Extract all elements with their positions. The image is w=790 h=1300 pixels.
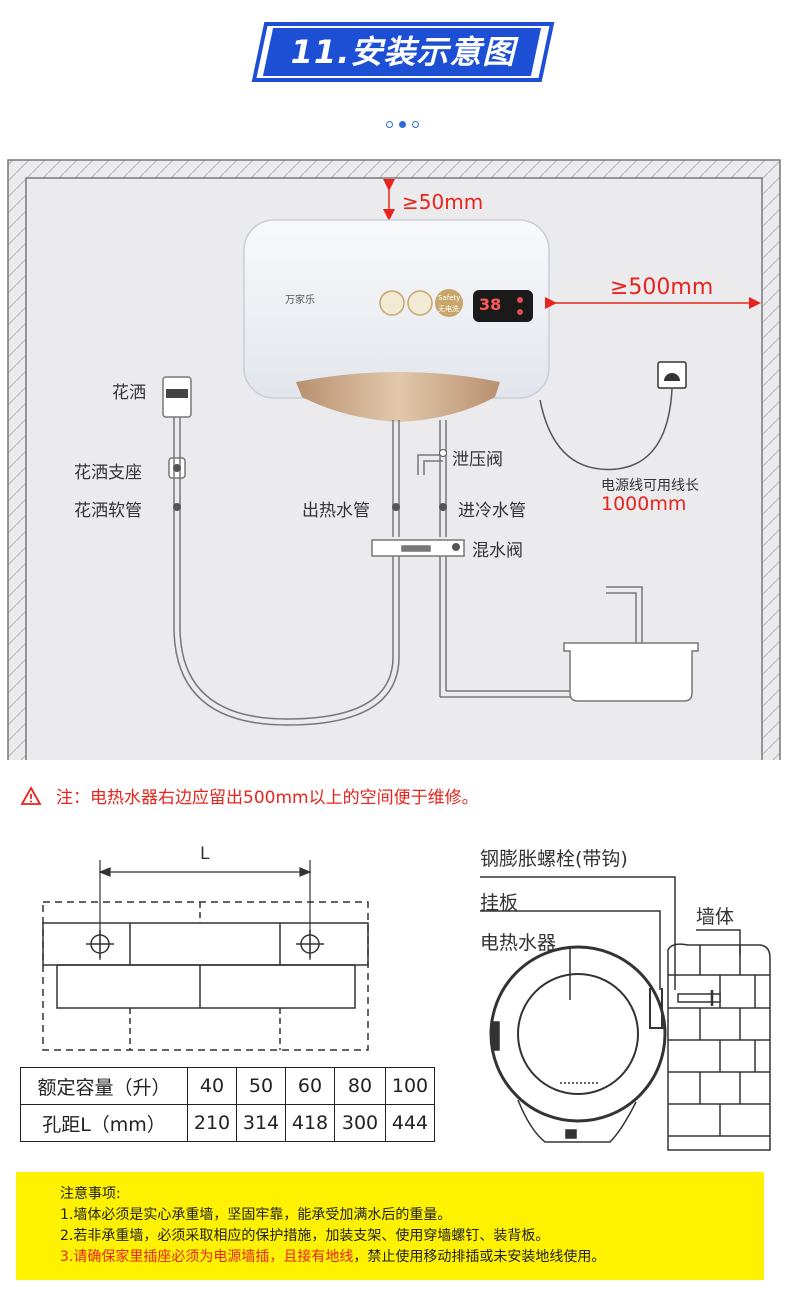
page-title: 11.安装示意图 — [290, 33, 516, 71]
heater-badge-icon — [379, 290, 405, 316]
power-cord-length: 1000mm — [601, 493, 687, 515]
mixing-valve-label: 混水阀 — [472, 541, 523, 561]
capacity-hole-distance-table: 额定容量（升） 40 50 60 80 100 孔距L（mm） 210 314 … — [20, 1067, 435, 1142]
heater-display-digits: 38 — [479, 295, 502, 314]
heater-badge-icon — [407, 290, 433, 316]
label-markers — [173, 449, 460, 551]
notes-box: 注意事项: 1.墙体必须是实心承重墙，坚固牢靠，能承受加满水后的重量。 2.若非… — [16, 1172, 764, 1280]
wall-right-hatch — [762, 160, 780, 760]
cold-water-pipe-label: 进冷水管 — [458, 501, 526, 521]
water-pipes — [162, 376, 699, 726]
table-header-cell: 孔距L（mm） — [20, 1104, 188, 1142]
table-cell: 314 — [236, 1104, 286, 1142]
plate-label: 挂板 — [480, 892, 519, 914]
clearance-right-label: ≥500mm — [610, 275, 714, 300]
notes-item-3-highlight: 3.请确保家里插座必须为电源墙插，且接有地线 — [60, 1249, 354, 1265]
clearance-top-label: ≥50mm — [402, 190, 484, 214]
wall-top-hatch — [8, 160, 780, 178]
wall-label: 墙体 — [696, 906, 735, 928]
table-row: 额定容量（升） 40 50 60 80 100 — [20, 1067, 435, 1105]
table-header-cell: 额定容量（升） — [20, 1067, 188, 1105]
install-diagram-svg — [7, 159, 781, 760]
notes-item: 1.墙体必须是实心承重墙，坚固牢靠，能承受加满水后的重量。 — [60, 1207, 452, 1223]
carousel-dot[interactable] — [386, 121, 393, 128]
page-header: 11.安装示意图 — [0, 0, 790, 140]
shower-holder-label: 花洒支座 — [74, 463, 142, 483]
heater-gold-trim — [296, 372, 500, 422]
warning-note: 注：电热水器右边应留出500mm以上的空间便于维修。 — [20, 783, 479, 808]
pressure-valve-label: 泄压阀 — [452, 450, 503, 470]
heater-brand: 万家乐 — [285, 295, 315, 306]
table-row: 孔距L（mm） 210 314 418 300 444 — [20, 1104, 435, 1142]
safety-badge-text: Safety — [438, 294, 461, 302]
shower-hose-label: 花洒软管 — [74, 501, 142, 521]
power-cord-label: 电源线可用线长 — [601, 478, 699, 494]
mounting-drawings: L 钢膨胀螺栓(带钩) 挂板 电热水器 墙体 — [0, 830, 790, 1160]
hot-water-pipe-label: 出热水管 — [302, 501, 370, 521]
install-diagram: ≥50mm ≥500mm 万家乐 38 Safety 无电洗 花洒 花洒支座 花… — [0, 157, 790, 762]
shower-label: 花洒 — [112, 383, 146, 403]
carousel-dot[interactable] — [412, 121, 419, 128]
table-cell: 100 — [385, 1067, 435, 1105]
badge-text: 无电洗 — [438, 305, 459, 313]
bolt-label: 钢膨胀螺栓(带钩) — [480, 848, 628, 870]
carousel-dots — [386, 121, 419, 133]
table-cell: 60 — [285, 1067, 335, 1105]
hole-distance-label: L — [200, 844, 210, 864]
heater-label: 电热水器 — [480, 932, 557, 954]
table-cell: 444 — [385, 1104, 435, 1142]
table-cell: 210 — [187, 1104, 237, 1142]
wall-left-hatch — [8, 160, 26, 760]
notes-item-3-rest: ，禁止使用移动排插或未安装地线使用。 — [353, 1249, 606, 1265]
table-cell: 80 — [334, 1067, 386, 1105]
water-heater — [243, 219, 550, 422]
table-cell: 50 — [236, 1067, 286, 1105]
notes-item-3: 3.请确保家里插座必须为电源墙插，且接有地线，禁止使用移动排插或未安装地线使用。 — [60, 1247, 764, 1268]
safety-badge-icon — [435, 289, 463, 317]
hole-distance-dimension — [98, 860, 312, 960]
carousel-dot-active[interactable] — [399, 121, 406, 128]
mounting-drawings-svg — [42, 860, 771, 1151]
warning-text: 注：电热水器右边应留出500mm以上的空间便于维修。 — [56, 788, 479, 808]
table-cell: 40 — [187, 1067, 237, 1105]
heater-side-view — [480, 876, 771, 1151]
table-cell: 418 — [285, 1104, 335, 1142]
power-cord — [539, 388, 673, 471]
warning-triangle-icon — [20, 785, 42, 805]
table-cell: 300 — [334, 1104, 386, 1142]
notes-title: 注意事项: — [60, 1186, 121, 1202]
notes-item: 2.若非承重墙，必须采取相应的保护措施，加装支架、使用穿墙螺钉、装背板。 — [60, 1228, 550, 1244]
mounting-plate — [42, 901, 369, 1051]
